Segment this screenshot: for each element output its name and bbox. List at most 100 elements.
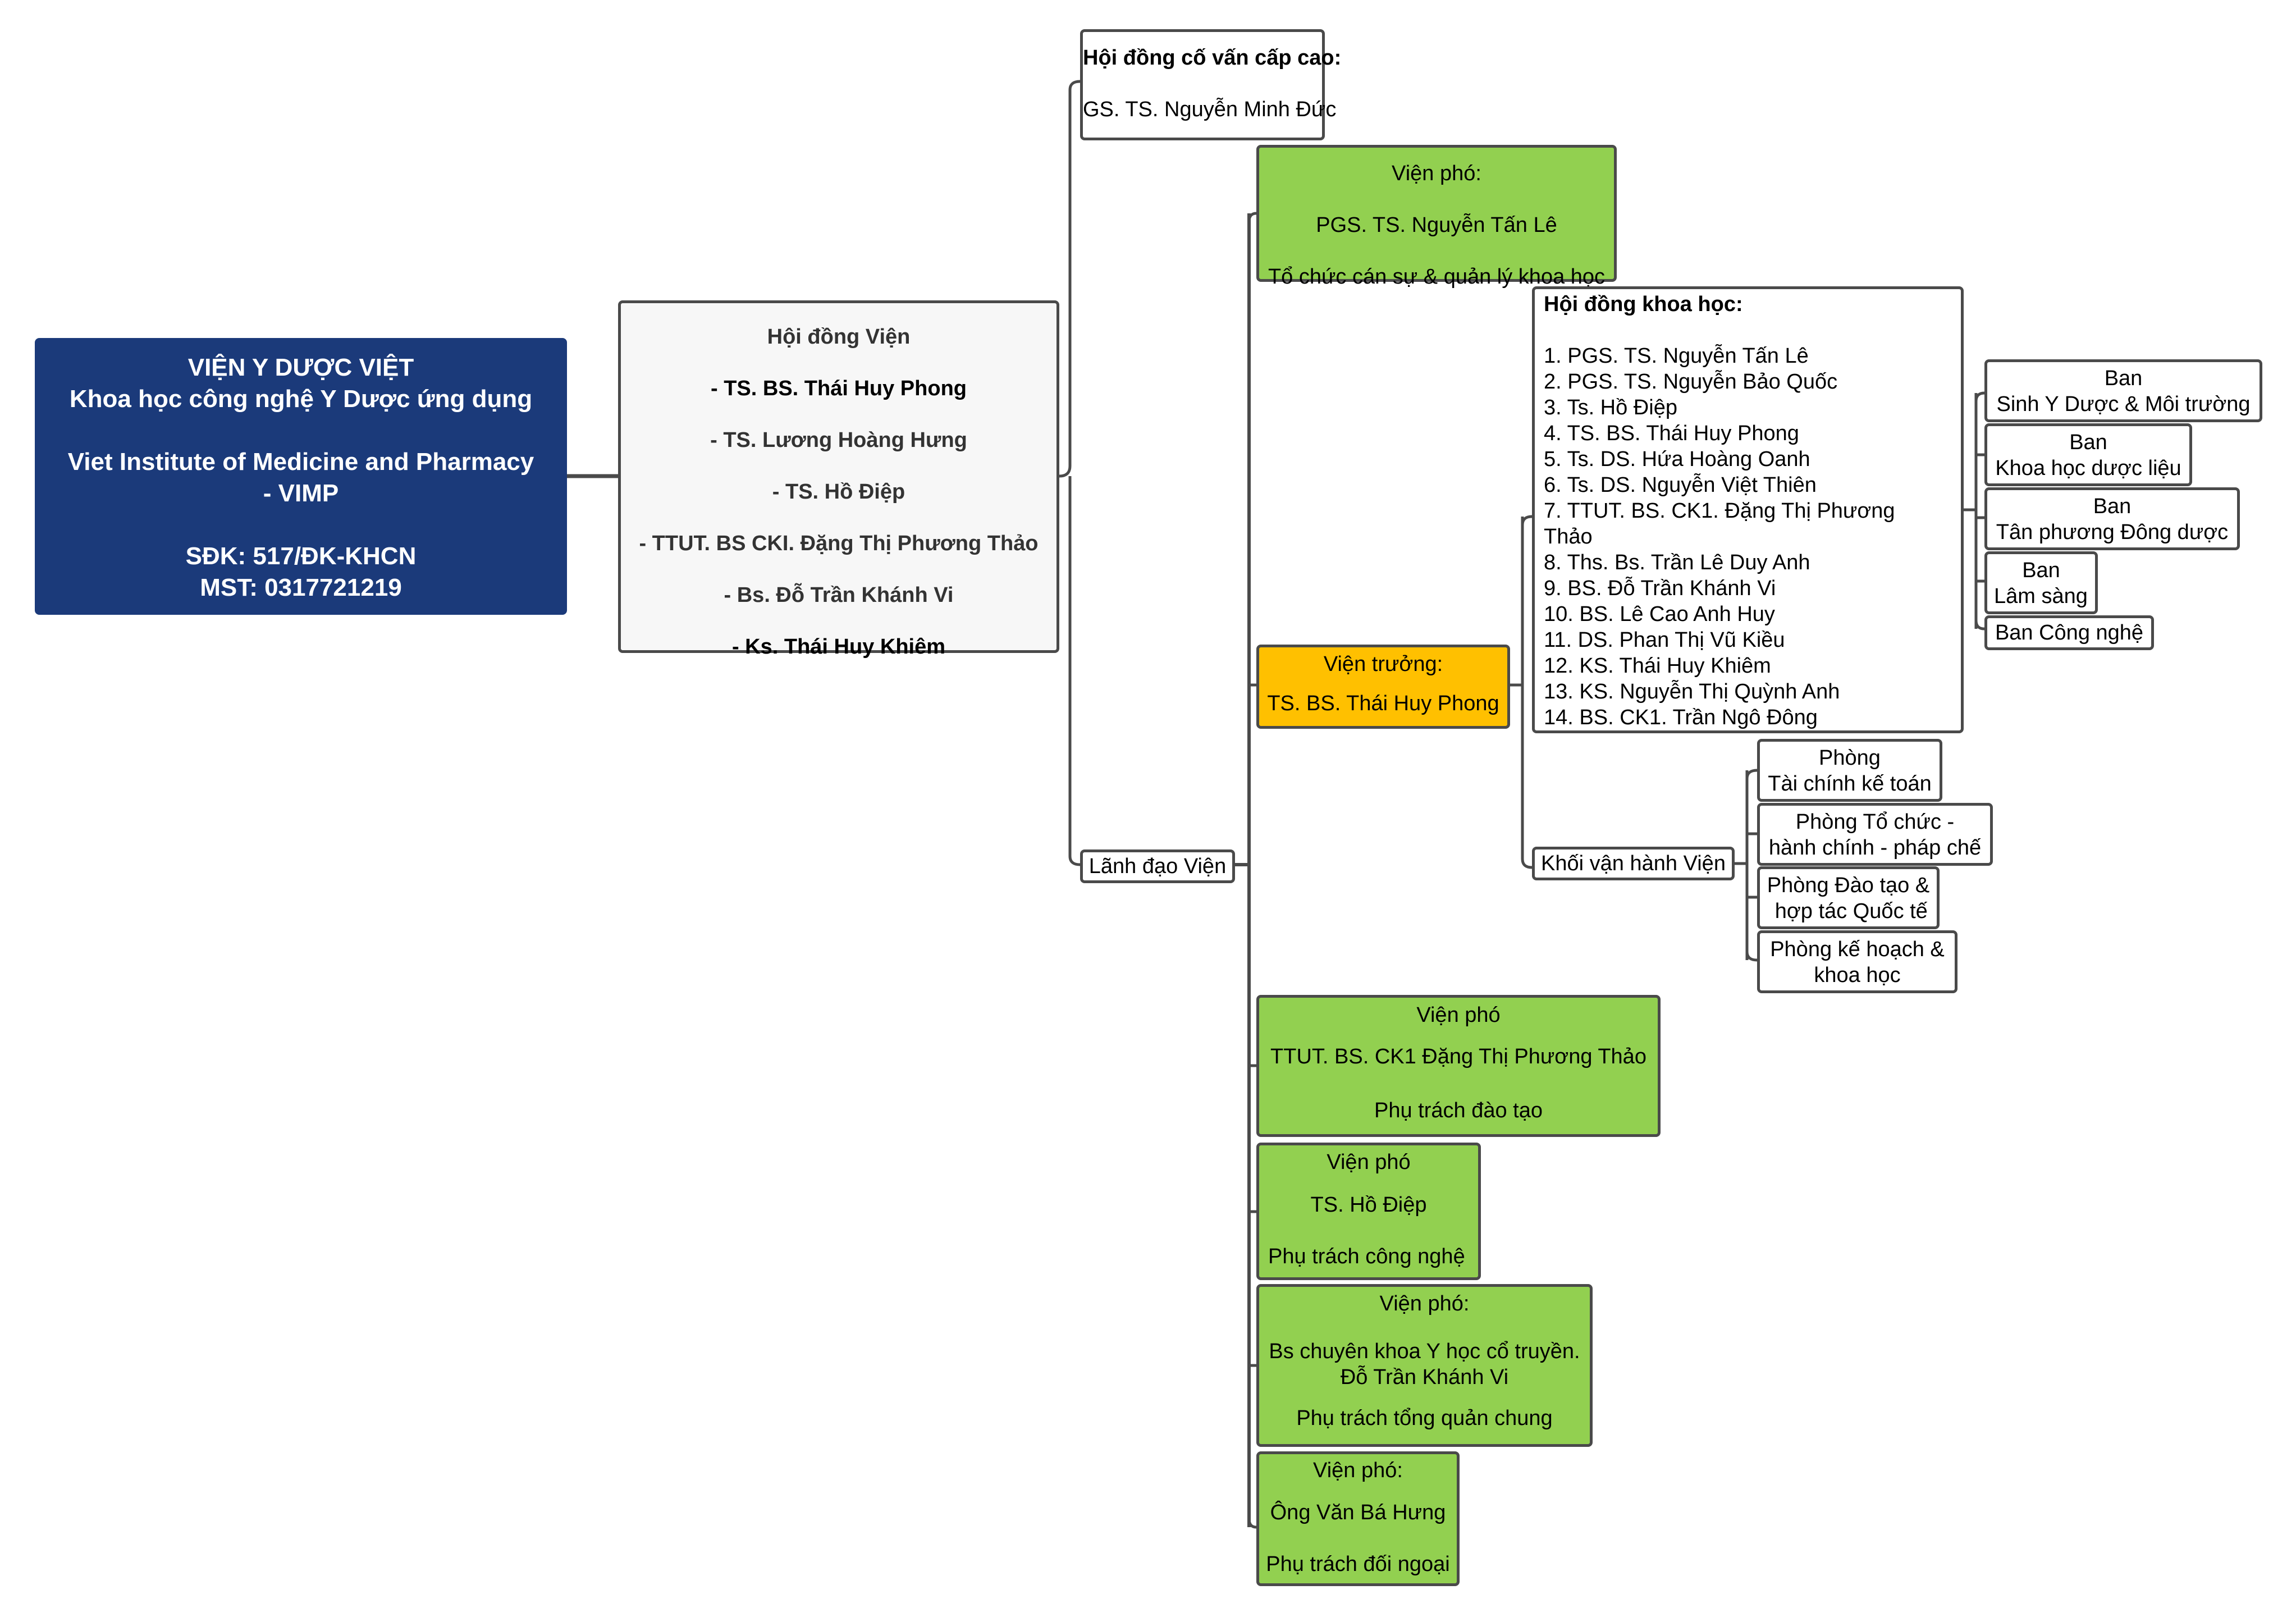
node-title: Viện phó:: [1313, 1459, 1403, 1482]
person-name: TS. BS. Thái Huy Phong: [1267, 692, 1499, 715]
institute-council-node[interactable]: Hội đồng Viện - TS. BS. Thái Huy Phong -…: [618, 300, 1059, 659]
person-role: Phụ trách tổng quản chung: [1296, 1406, 1553, 1430]
department-line: Phòng Đào tạo &: [1767, 874, 1930, 897]
member-item: 7. TTUT. BS. CK1. Đặng Thị Phương: [1544, 499, 1895, 523]
member-item: - TS. BS. Thái Huy Phong: [711, 377, 967, 400]
science-council-node[interactable]: Hội đồng khoa học: 1. PGS. TS. Nguyễn Tấ…: [1532, 286, 1964, 733]
link-ops-departments: [1735, 769, 1758, 962]
board-node[interactable]: Ban Tân phương Đông dược: [1984, 487, 2240, 550]
department-node[interactable]: Phòng kế hoạch & khoa học: [1757, 930, 1957, 993]
root-line: Khoa học công nghệ Y Dược ứng dụng: [69, 385, 533, 413]
link-director-children: [1510, 515, 1533, 869]
department-node[interactable]: Phòng Đào tạo & hợp tác Quốc tế: [1757, 866, 1940, 929]
member-item: - TS. Hồ Điệp: [772, 480, 905, 504]
department-line: khoa học: [1814, 963, 1901, 987]
deputy-director-node[interactable]: Viện phó TS. Hồ Điệp Phụ trách công nghệ: [1256, 1143, 1481, 1280]
link-leadership-children: [1247, 212, 1257, 1529]
member-item: 8. Ths. Bs. Trần Lê Duy Anh: [1544, 551, 1810, 574]
member-item: - Ks. Thái Huy Khiêm: [731, 635, 946, 659]
board-line: Ban Công nghệ: [1995, 621, 2144, 645]
spacer: [1544, 317, 1961, 343]
person-role: Phụ trách đào tạo: [1374, 1099, 1543, 1122]
node-title: Viện phó: [1327, 1150, 1411, 1174]
department-line: Phòng kế hoạch &: [1770, 938, 1945, 961]
deputy-director-node[interactable]: Viện phó: PGS. TS. Nguyễn Tấn Lê Tổ chức…: [1256, 145, 1617, 289]
root-line: Viet Institute of Medicine and Pharmacy: [67, 448, 534, 476]
link-leadership-trunk: [1235, 213, 1251, 1527]
department-node[interactable]: Phòng Tổ chức - hành chính - pháp chế: [1757, 803, 1993, 866]
board-node[interactable]: Ban Lâm sàng: [1984, 551, 2098, 614]
person-role: Phụ trách công nghệ: [1268, 1245, 1465, 1268]
root-line: [38, 415, 564, 446]
member-item: - TS. Lương Hoàng Hưng: [710, 428, 967, 452]
node-title: Hội đồng Viện: [767, 325, 911, 349]
board-line: Sinh Y Dược & Môi trường: [1996, 392, 2251, 416]
director-node[interactable]: Viện trưởng: TS. BS. Thái Huy Phong: [1256, 645, 1510, 729]
person-role: Phụ trách đối ngoại: [1266, 1552, 1450, 1576]
board-line: Khoa học dược liệu: [1995, 456, 2181, 480]
person-name: Đỗ Trần Khánh Vi: [1340, 1365, 1509, 1389]
member-item: 2. PGS. TS. Nguyễn Bảo Quốc: [1544, 370, 1838, 394]
link-council-branches: [1059, 80, 1081, 866]
department-line: hợp tác Quốc tế: [1769, 899, 1928, 923]
advisory-council-node[interactable]: Hội đồng cố vấn cấp cao: GS. TS. Nguyễn …: [1080, 29, 1342, 140]
node-title: Hội đồng cố vấn cấp cao:: [1083, 46, 1342, 70]
member-item: Thảo: [1544, 525, 1593, 549]
member-item: 6. Ts. DS. Nguyễn Việt Thiên: [1544, 473, 1817, 497]
board-line: Lâm sàng: [1994, 584, 2088, 608]
member-item: 10. BS. Lê Cao Anh Huy: [1544, 602, 1775, 626]
board-line: Ban: [2104, 367, 2143, 390]
root-node-institute[interactable]: VIỆN Y DƯỢC VIỆT Khoa học công nghệ Y Dư…: [35, 338, 567, 615]
member-item: 12. KS. Thái Huy Khiêm: [1544, 654, 1771, 678]
department-line: Phòng: [1819, 746, 1881, 770]
deputy-director-node[interactable]: Viện phó: Bs chuyên khoa Y học cổ truyền…: [1256, 1284, 1593, 1447]
deputy-director-node[interactable]: Viện phó TTUT. BS. CK1 Đặng Thị Phương T…: [1256, 995, 1661, 1137]
person-name: Bs chuyên khoa Y học cổ truyền.: [1269, 1340, 1580, 1363]
root-line: SĐK: 517/ĐK-KHCN: [185, 542, 417, 570]
node-label: Lãnh đạo Viện: [1088, 855, 1227, 878]
member-item: 3. Ts. Hồ Điệp: [1544, 396, 1677, 419]
node-title: Viện phó:: [1392, 162, 1481, 185]
member-item: 4. TS. BS. Thái Huy Phong: [1544, 422, 1799, 445]
person-role: Tổ chức cán sự & quản lý khoa học: [1268, 265, 1606, 289]
link-science-boards: [1964, 391, 1985, 631]
person-name: Ông Văn Bá Hưng: [1270, 1501, 1446, 1524]
root-line: [38, 509, 564, 541]
person-name: PGS. TS. Nguyễn Tấn Lê: [1316, 213, 1557, 237]
person-name: TS. Hồ Điệp: [1310, 1193, 1427, 1217]
member-item: - Bs. Đỗ Trần Khánh Vi: [724, 583, 954, 607]
department-line: Phòng Tổ chức -: [1795, 810, 1955, 834]
member-item: 13. KS. Nguyễn Thị Quỳnh Anh: [1544, 680, 1840, 704]
node-title: Hội đồng khoa học:: [1544, 293, 1743, 316]
node-title: Viện trưởng:: [1323, 652, 1443, 676]
department-node[interactable]: Phòng Tài chính kế toán: [1757, 739, 1942, 802]
person-name: TTUT. BS. CK1 Đặng Thị Phương Thảo: [1270, 1045, 1646, 1068]
node-title: Viện phó:: [1379, 1292, 1470, 1315]
node-label: Khối vận hành Viện: [1541, 852, 1726, 875]
member-item: - TTUT. BS CKI. Đặng Thị Phương Thảo: [639, 532, 1039, 555]
department-line: hành chính - pháp chế: [1768, 836, 1982, 860]
node-title: Viện phó: [1416, 1003, 1501, 1027]
member-item: 1. PGS. TS. Nguyễn Tấn Lê: [1544, 344, 1809, 368]
member-item: GS. TS. Nguyễn Minh Đức: [1083, 98, 1337, 121]
spacer: [1259, 1321, 1590, 1339]
root-line: - VIMP: [263, 479, 339, 507]
board-node[interactable]: Ban Công nghệ: [1984, 615, 2154, 650]
deputy-director-node[interactable]: Viện phó: Ông Văn Bá Hưng Phụ trách đối …: [1256, 1451, 1460, 1586]
member-item: 9. BS. Đỗ Trần Khánh Vi: [1544, 577, 1776, 600]
board-line: Ban: [2093, 495, 2132, 518]
department-line: Tài chính kế toán: [1768, 772, 1932, 796]
member-item: 14. BS. CK1. Trần Ngô Đông: [1544, 706, 1818, 729]
operations-node[interactable]: Khối vận hành Viện: [1532, 847, 1735, 880]
leadership-node[interactable]: Lãnh đạo Viện: [1080, 849, 1235, 883]
board-line: Tân phương Đông dược: [1996, 520, 2229, 544]
root-line: VIỆN Y DƯỢC VIỆT: [187, 354, 414, 381]
member-item: 5. Ts. DS. Hứa Hoàng Oanh: [1544, 447, 1810, 471]
board-node[interactable]: Ban Khoa học dược liệu: [1984, 423, 2192, 486]
board-line: Ban: [2022, 559, 2060, 582]
board-node[interactable]: Ban Sinh Y Dược & Môi trường: [1984, 359, 2262, 422]
board-line: Ban: [2069, 431, 2107, 454]
root-line: MST: 0317721219: [200, 574, 402, 601]
member-item: 11. DS. Phan Thị Vũ Kiều: [1544, 628, 1785, 652]
